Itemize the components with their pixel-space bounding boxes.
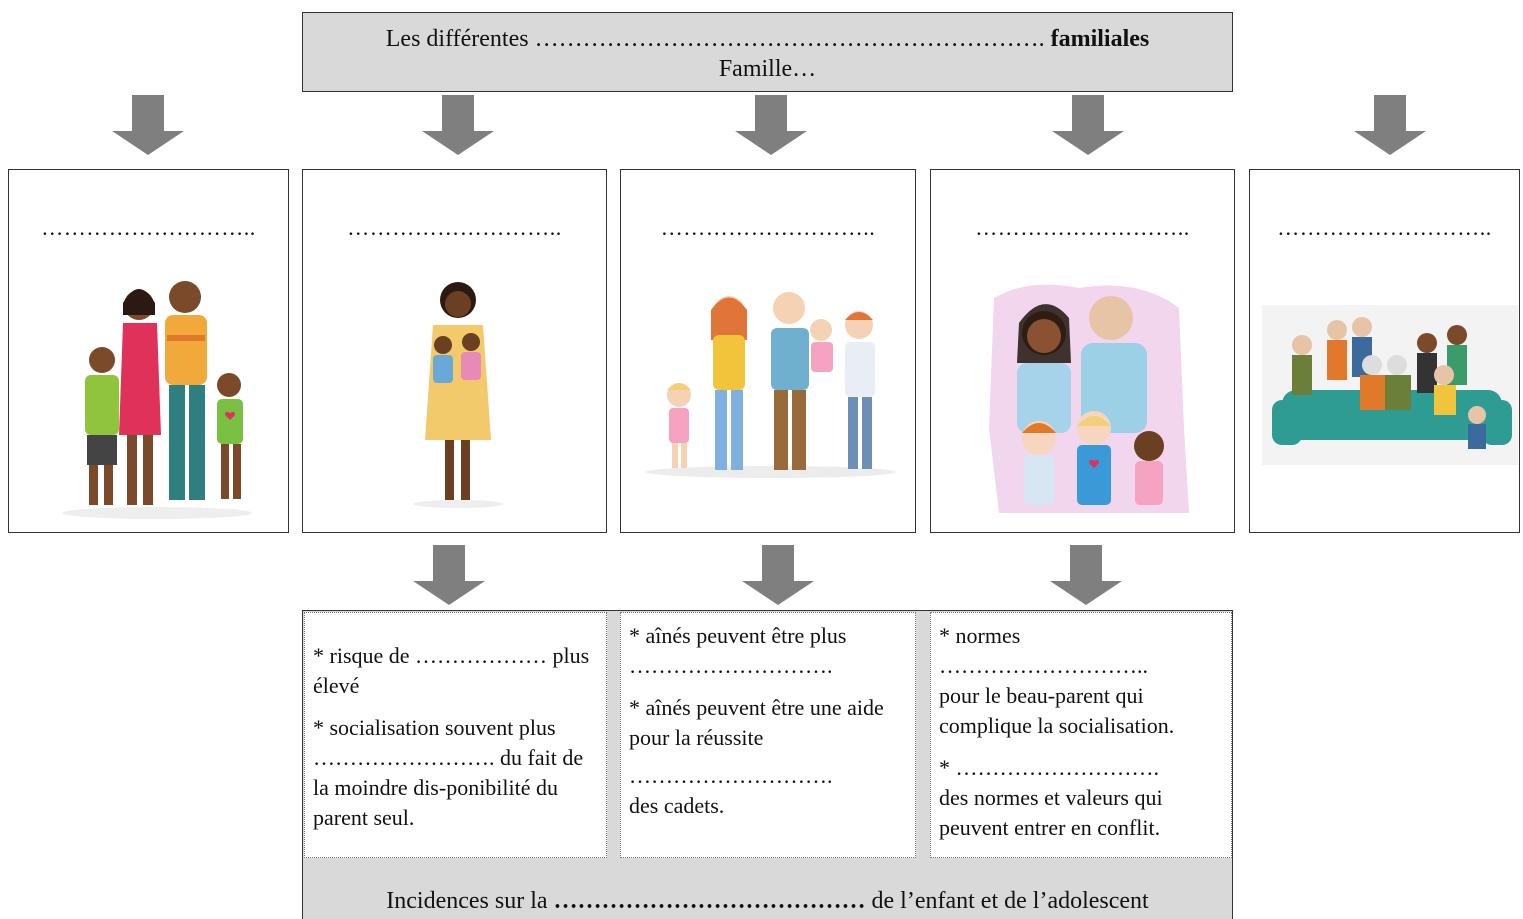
arrow-down-icon — [1354, 95, 1426, 155]
blended-family-illustration — [989, 284, 1189, 513]
card-blank-label: ……………………….. — [660, 215, 876, 240]
card-blank-label: ……………………….. — [975, 215, 1190, 240]
family-card-extended: ……………………….. — [1249, 169, 1520, 533]
footer-prefix: Incidences sur la — [386, 888, 548, 914]
effect-blank: ………………………. — [629, 763, 833, 788]
title-prefix: Les différentes ………………………………………………………. — [385, 26, 1045, 52]
arrow-down-icon — [1050, 545, 1122, 605]
footer-blank: ………………………………… — [553, 888, 866, 914]
family-card-single-parent: ……………………….. — [302, 169, 607, 533]
panel-footer: Incidences sur la ………………………………… de l’enf… — [302, 886, 1233, 916]
effect-blank: ………………………. — [629, 653, 833, 678]
effect-text: des cadets. — [629, 793, 725, 818]
effect-blank: * ………………………. — [939, 755, 1159, 780]
arrow-down-icon — [422, 95, 494, 155]
footer-suffix: de l’enfant et de l’adolescent — [871, 888, 1149, 914]
effect-text: * aînés peuvent être une aide pour la ré… — [629, 695, 884, 750]
arrow-down-icon — [413, 545, 485, 605]
effect-text: * normes — [939, 623, 1021, 648]
effect-text: pour le beau-parent qui complique la soc… — [939, 683, 1175, 738]
family-card-nuclear: ……………………….. — [8, 169, 289, 533]
effects-blended-family: * normes ……………………….. pour le beau-parent… — [930, 612, 1232, 858]
family-card-large: ……………………….. — [620, 169, 916, 533]
effects-large-family: * aînés peuvent être plus ………………………. * a… — [620, 612, 916, 858]
effects-single-parent: * risque de ……………… plus élevé * socialis… — [304, 612, 607, 858]
effect-text: * risque de ……………… plus élevé — [313, 643, 590, 698]
large-family-illustration — [646, 292, 896, 478]
family-card-blended: ……………………….. — [930, 169, 1235, 533]
arrow-down-icon — [112, 95, 184, 155]
title-bold-word: familiales — [1050, 26, 1150, 52]
title-line-1: Les différentes ………………………………………………………. f… — [303, 24, 1232, 54]
extended-family-illustration — [1262, 305, 1518, 465]
nuclear-family-illustration — [62, 281, 252, 519]
diagram-title-box: Les différentes ………………………………………………………. f… — [302, 12, 1233, 92]
card-blank-label: ……………………….. — [1277, 215, 1492, 240]
title-line-2: Famille… — [718, 56, 817, 82]
effect-blank: ……………………….. — [939, 653, 1148, 678]
single-parent-illustration — [413, 282, 503, 508]
effect-text: * aînés peuvent être plus — [629, 623, 847, 648]
card-blank-label: ……………………….. — [347, 215, 562, 240]
card-blank-label: ……………………….. — [41, 215, 256, 240]
arrow-down-icon — [742, 545, 814, 605]
arrow-down-icon — [735, 95, 807, 155]
effect-text: des normes et valeurs qui peuvent entrer… — [939, 785, 1163, 840]
effect-text: * socialisation souvent plus ……………………. d… — [313, 715, 584, 830]
arrow-down-icon — [1052, 95, 1124, 155]
